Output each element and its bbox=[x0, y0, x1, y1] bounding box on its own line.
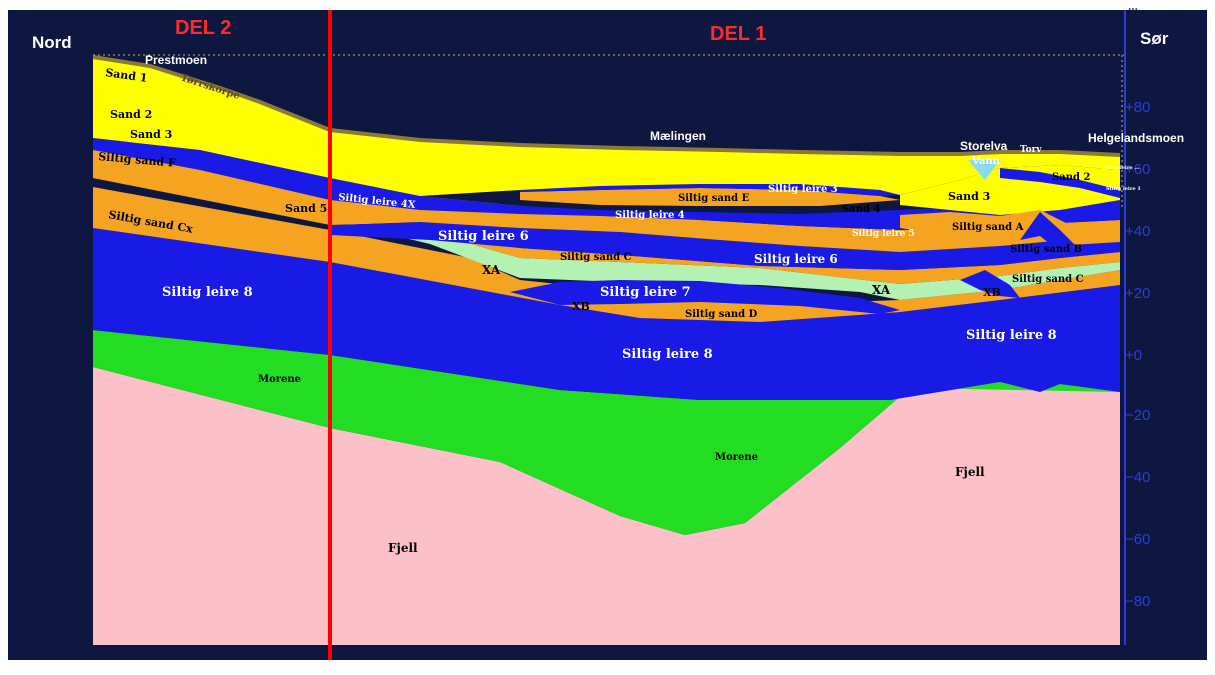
axis-tick: +60 bbox=[1125, 161, 1150, 178]
axis-tick: +20 bbox=[1125, 285, 1150, 302]
label-sand-3-right: Sand 3 bbox=[948, 190, 990, 203]
label-siltig-sand-b: Siltig sand B bbox=[1010, 244, 1082, 255]
layer-siltig-sand-e bbox=[520, 188, 900, 206]
axis-tick: +0 bbox=[1125, 347, 1142, 364]
layer-sand-upper bbox=[93, 57, 1120, 196]
axis-tick: −60 bbox=[1125, 531, 1150, 548]
part-label-del-1: DEL 1 bbox=[710, 23, 766, 45]
axis-tick: −80 bbox=[1125, 593, 1150, 610]
label-sand-5: Sand 5 bbox=[285, 202, 327, 215]
layer-morene bbox=[93, 330, 1120, 535]
layer-siltig-leire-3 bbox=[520, 184, 900, 196]
label-siltig-leire-3: Siltig leire 3 bbox=[768, 184, 838, 195]
label-xb-right: XB bbox=[983, 286, 1001, 299]
label-fjell-left: Fjell bbox=[388, 541, 418, 555]
label-siltig-leire-8-mid: Siltig leire 8 bbox=[622, 347, 713, 362]
label-sand-1: Sand 1 bbox=[105, 66, 149, 85]
label-siltig-sand-e: Siltig sand E bbox=[678, 193, 750, 204]
label-morene-mid: Morene bbox=[715, 452, 758, 463]
label-siltig-leire-7: Siltig leire 7 bbox=[600, 285, 691, 300]
place-prestmoen: Prestmoen bbox=[145, 53, 207, 67]
layer-xb-right bbox=[960, 270, 1020, 298]
direction-north: Nord bbox=[32, 33, 72, 52]
water-vann bbox=[968, 160, 1000, 180]
axis-title-partial: ... bbox=[1128, 0, 1138, 13]
part-label-del-2: DEL 2 bbox=[175, 17, 231, 39]
label-siltig-leire-tiny-1: Siltig leire ... bbox=[1103, 165, 1140, 171]
layer-siltig-leire-8 bbox=[93, 228, 1120, 400]
direction-south: Sør bbox=[1140, 29, 1169, 48]
label-sand-4: Sand 4 bbox=[842, 204, 880, 215]
axis-tick: −20 bbox=[1125, 407, 1150, 424]
label-fjell-right: Fjell bbox=[955, 465, 985, 479]
label-sand-3: Sand 3 bbox=[130, 128, 172, 141]
label-siltig-sand-a: Siltig sand A bbox=[952, 222, 1024, 233]
layer-blue-right-spike bbox=[1020, 212, 1080, 252]
label-vann: Vann bbox=[971, 156, 1001, 167]
axis-tick: +40 bbox=[1125, 223, 1150, 240]
label-xb-left: XB bbox=[572, 300, 590, 313]
label-siltig-leire-5: Siltig leire 5 bbox=[852, 229, 915, 239]
label-torv: Torv bbox=[1020, 145, 1042, 155]
label-xa-left: XA bbox=[482, 263, 501, 277]
layer-siltig-sand-f bbox=[93, 140, 1120, 252]
layer-siltig-leire-6 bbox=[330, 222, 1120, 270]
layer-fjell bbox=[93, 367, 1120, 645]
place-maelingen: Mælingen bbox=[650, 129, 706, 143]
label-siltig-leire-tiny-2: Siltig leire 1 bbox=[1106, 186, 1141, 192]
label-sand-2-right: Sand 2 bbox=[1052, 172, 1090, 183]
label-siltig-sand-c: Siltig sand C bbox=[560, 252, 632, 263]
layer-blue-right-wedge bbox=[1000, 168, 1120, 198]
place-storelva: Storelva bbox=[960, 139, 1008, 153]
label-siltig-leire-6-left: Siltig leire 6 bbox=[438, 229, 529, 244]
place-helgelandsmoen: Helgelandsmoen bbox=[1088, 131, 1184, 145]
layer-siltig-leire-7 bbox=[510, 280, 900, 314]
axis-tick: +80 bbox=[1125, 99, 1150, 116]
label-xa-right: XA bbox=[872, 283, 891, 297]
label-siltig-leire-6-right: Siltig leire 6 bbox=[754, 252, 838, 266]
label-siltig-leire-8-left: Siltig leire 8 bbox=[162, 285, 253, 300]
layer-xa-band bbox=[93, 170, 1120, 300]
layer-siltig-sand-d bbox=[560, 300, 900, 322]
label-sand-2: Sand 2 bbox=[110, 108, 152, 121]
label-siltig-sand-c-right: Siltig sand C bbox=[1012, 274, 1084, 285]
axis-tick: −40 bbox=[1125, 469, 1150, 486]
label-siltig-leire-4: Siltig leire 4 bbox=[615, 210, 685, 221]
elevation-ticks: +80 +60 +40 +20 +0 −20 −40 −60 −80 bbox=[1125, 99, 1150, 610]
label-siltig-leire-8-right: Siltig leire 8 bbox=[966, 328, 1057, 343]
label-siltig-sand-d: Siltig sand D bbox=[685, 309, 758, 320]
ground-surface-line bbox=[92, 55, 1121, 157]
label-morene-left: Morene bbox=[258, 374, 301, 385]
